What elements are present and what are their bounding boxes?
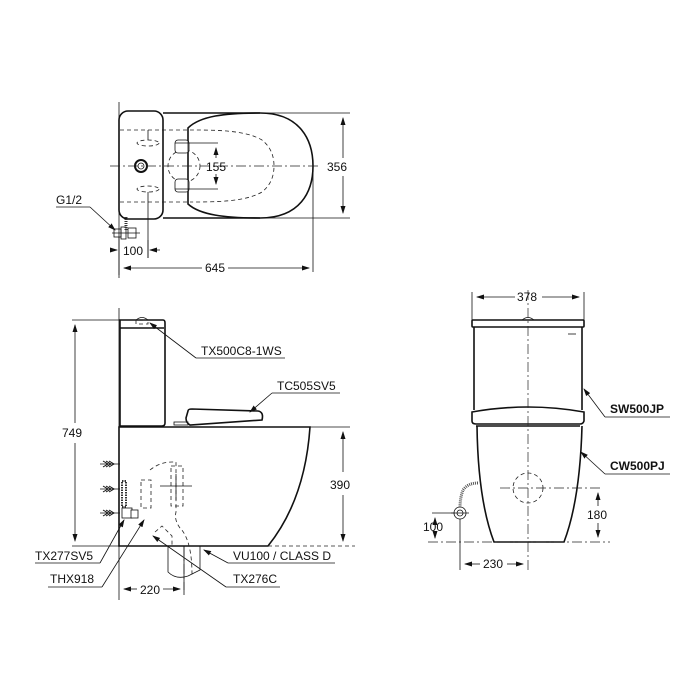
dim-depth: 356 xyxy=(327,160,347,174)
callout-seat: TC505SV5 xyxy=(277,379,336,393)
tank-side-outline xyxy=(119,319,166,427)
bowl-front-outline xyxy=(476,425,583,543)
dim-seat-hinge-spacing: 155 xyxy=(206,160,226,174)
callout-flush-button: TX500C8-1WS xyxy=(201,344,282,358)
dim-outlet-offset: 220 xyxy=(140,583,160,597)
dim-inlet-offset: 100 xyxy=(123,244,143,258)
dim-inlet-height: 100 xyxy=(423,520,443,534)
wall-bolts-icon xyxy=(100,460,120,517)
tank-top-outline xyxy=(118,110,164,220)
callout-outlet: VU100 / CLASS D xyxy=(233,549,331,563)
inlet-valve-icon xyxy=(112,217,140,240)
dim-inlet-offset-front: 230 xyxy=(483,557,503,571)
dim-overall-height: 749 xyxy=(62,426,82,440)
callout-bowl: CW500PJ xyxy=(610,459,665,473)
front-view: 378 SW500JP CW500PJ 180 100 230 xyxy=(423,290,670,572)
top-view: 155 356 G1/2 100 645 xyxy=(56,102,350,278)
bowl-side-outline xyxy=(118,426,311,547)
dim-outlet-height: 180 xyxy=(587,508,607,522)
side-view: 749 390 220 TX500C8-1WS TC505SV5 TX277SV… xyxy=(35,308,355,600)
seat-front xyxy=(471,406,585,425)
callout-connector: TX276C xyxy=(233,572,277,586)
dim-front-width: 378 xyxy=(517,290,537,304)
callout-inlet-thread: G1/2 xyxy=(56,193,82,207)
callout-pipe-fixing: TX277SV5 xyxy=(35,549,93,563)
dim-width: 645 xyxy=(205,261,225,275)
callout-fixing: THX918 xyxy=(50,572,94,586)
dim-bowl-height: 390 xyxy=(330,478,350,492)
callout-tank: SW500JP xyxy=(610,402,664,416)
